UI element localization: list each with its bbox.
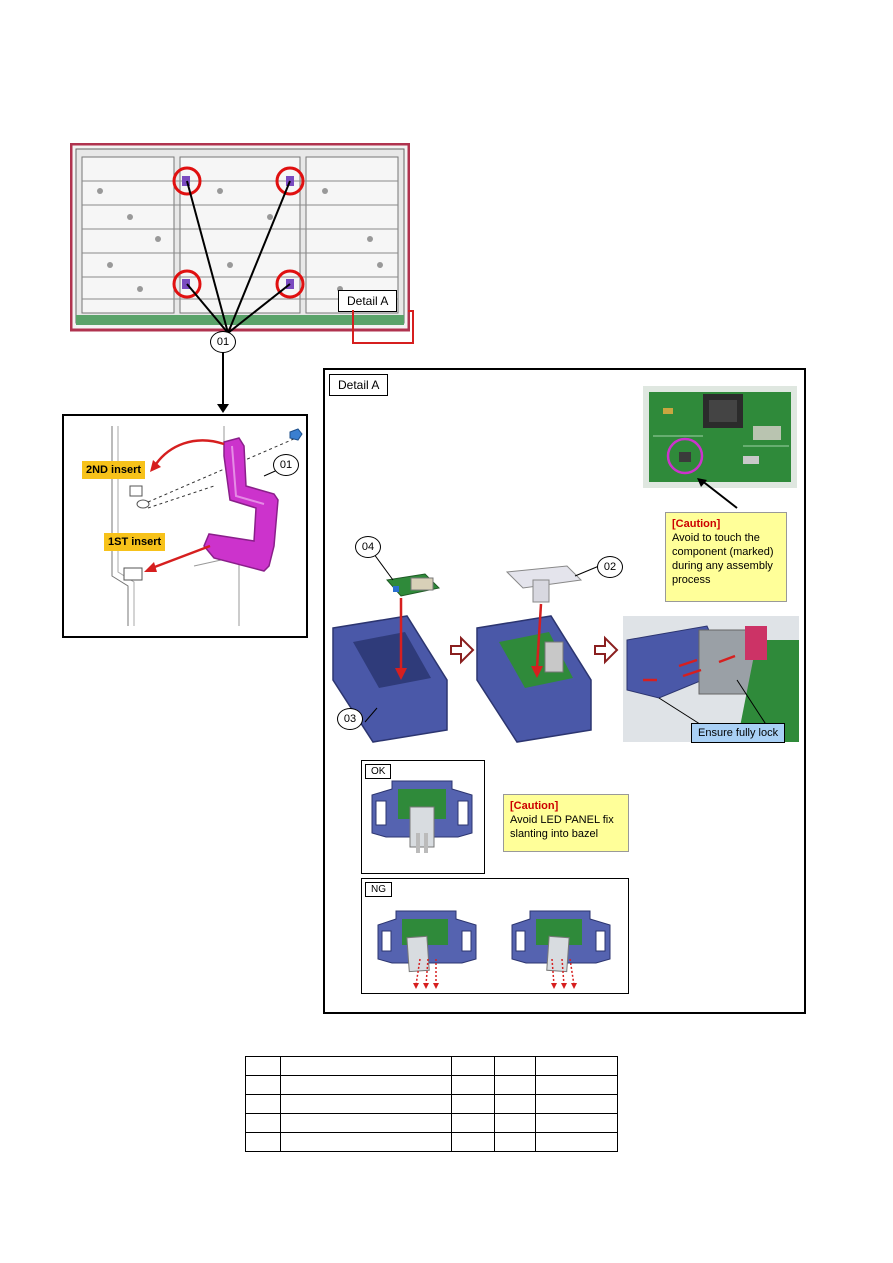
table-cell (451, 1094, 495, 1114)
insert-1st-label: 1ST insert (104, 533, 166, 551)
callout-02: 02 (597, 556, 623, 578)
callout-04: 04 (355, 536, 381, 558)
table-cell (245, 1094, 281, 1114)
ng-label: NG (365, 882, 392, 897)
assembly-sequence-drawing (332, 549, 799, 743)
table-cell (494, 1056, 536, 1076)
table-cell (280, 1132, 452, 1152)
callout-01-main: 01 (210, 331, 236, 353)
table-cell (535, 1056, 618, 1076)
table-cell (245, 1056, 281, 1076)
table-row (245, 1094, 618, 1114)
caution-slant-title: [Caution] (510, 800, 559, 812)
table-cell (245, 1113, 281, 1133)
detail-a-marker (352, 310, 414, 344)
ok-example: OK (361, 760, 485, 874)
caution-touch-body: Avoid to touch the component (marked) du… (672, 532, 774, 586)
table-cell (245, 1075, 281, 1095)
detail-a-panel: Detail A [Caution] Avoid to touch the co… (323, 368, 806, 1014)
detail-a-marker-right (408, 310, 412, 312)
table-cell (280, 1075, 452, 1095)
ok-label: OK (365, 764, 392, 779)
table-cell (280, 1056, 452, 1076)
ensure-fully-lock-label: Ensure fully lock (691, 723, 786, 743)
table-row (245, 1132, 618, 1152)
table-row (245, 1113, 618, 1133)
callout-01-inset: 01 (273, 454, 299, 476)
tv-rear-panel (69, 142, 411, 334)
table-cell (535, 1075, 618, 1095)
tv-rear-panel-drawing (69, 142, 411, 334)
table-cell (535, 1113, 618, 1133)
caution-slant-body: Avoid LED PANEL fix slanting into bazel (510, 814, 614, 840)
detail-a-title: Detail A (329, 374, 389, 396)
table-cell (245, 1132, 281, 1152)
table-cell (535, 1094, 618, 1114)
table-row (245, 1056, 618, 1076)
ng-holders-drawing (377, 910, 611, 989)
table-cell (494, 1113, 536, 1133)
detail-a-tag: Detail A (338, 290, 398, 312)
table-cell (280, 1094, 452, 1114)
parts-table (245, 1056, 618, 1152)
table-cell (451, 1075, 495, 1095)
insert-2nd-label: 2ND insert (82, 461, 146, 479)
ok-holder-drawing (371, 780, 473, 853)
ng-example: NG (361, 878, 629, 994)
table-cell (494, 1094, 536, 1114)
table-cell (451, 1132, 495, 1152)
caution-slant-note: [Caution] Avoid LED PANEL fix slanting i… (503, 794, 629, 852)
arrow-down-head (217, 404, 229, 413)
bracket-insert-drawing (111, 426, 303, 626)
pcb-photo (643, 386, 797, 488)
caution-touch-note: [Caution] Avoid to touch the component (… (665, 512, 787, 602)
caution-touch-title: [Caution] (672, 518, 721, 530)
pcb-photo-drawing (649, 392, 791, 482)
table-cell (451, 1056, 495, 1076)
table-cell (280, 1113, 452, 1133)
callout-03: 03 (337, 708, 363, 730)
table-cell (451, 1113, 495, 1133)
arrow-down-connector (222, 352, 224, 408)
table-cell (535, 1132, 618, 1152)
bracket-insert-diagram: 01 2ND insert 1ST insert (62, 414, 308, 638)
table-cell (494, 1075, 536, 1095)
table-cell (494, 1132, 536, 1152)
table-row (245, 1075, 618, 1095)
caution-pointer-arrow (697, 478, 738, 509)
